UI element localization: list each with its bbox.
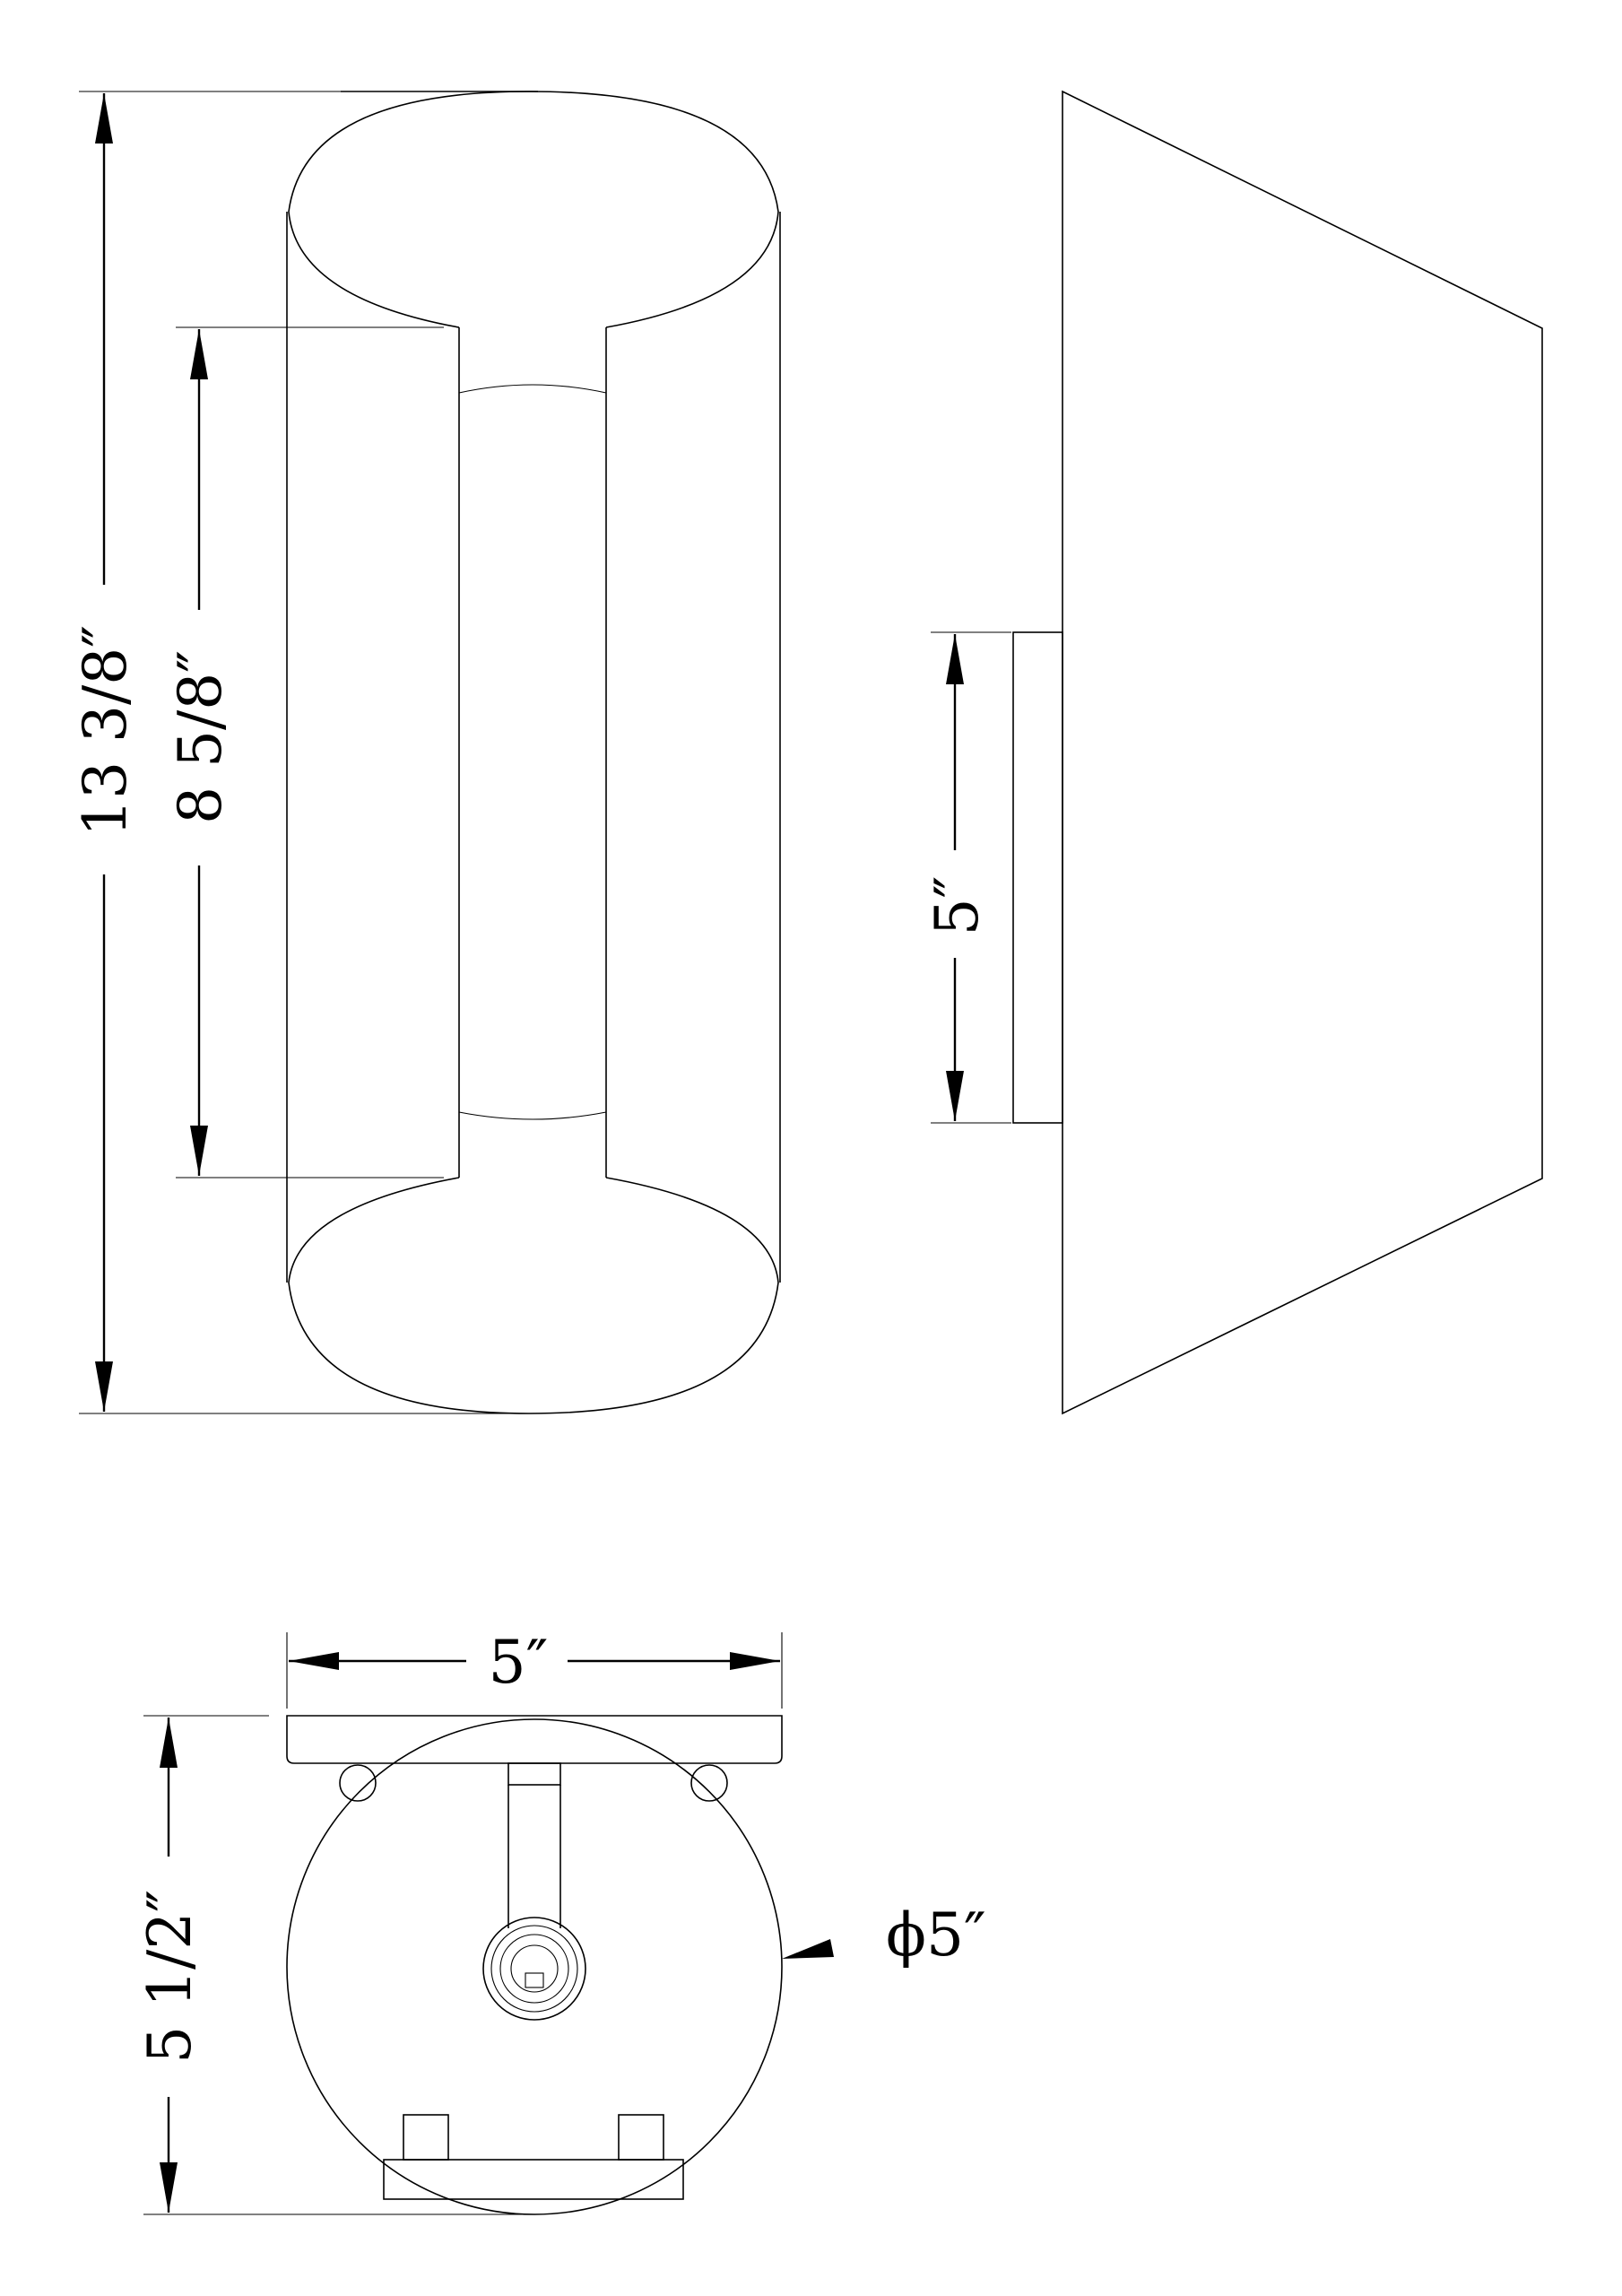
backplate-height-dimension: 5″ <box>923 631 1011 1124</box>
cylinder-circle <box>286 1718 783 2215</box>
lower-post-right <box>618 2114 664 2161</box>
front-view <box>286 91 781 1414</box>
arrow-left-icon <box>782 1939 834 1959</box>
lower-post-left <box>403 2114 449 2161</box>
front-top-cutout <box>288 91 779 328</box>
socket-ring-inner-icon <box>499 1934 569 2004</box>
arrow-down-icon <box>190 1126 208 1176</box>
opening-height-dimension: 8 5/8″ <box>166 326 444 1178</box>
top-view <box>286 1715 783 2215</box>
depth-dimension: 5 1/2″ <box>135 1715 529 2215</box>
screw-left-icon <box>339 1764 377 1802</box>
socket-core-icon <box>510 1944 559 1993</box>
socket-outer-icon <box>482 1917 586 2021</box>
opening-height-label: 8 5/8″ <box>166 650 235 824</box>
socket-slot-icon <box>525 1972 544 1988</box>
backplate-width-label: 5″ <box>489 1628 549 1697</box>
front-bottom-cutout <box>288 1177 779 1414</box>
side-view <box>1012 90 1543 1415</box>
top-backplate <box>286 1715 783 1764</box>
side-profile <box>1062 90 1543 1415</box>
diameter-label: ϕ5″ <box>886 1900 986 1970</box>
depth-label: 5 1/2″ <box>135 1890 204 2064</box>
overall-height-dimension: 13 3/8″ <box>71 91 529 1414</box>
diameter-callout: ϕ5″ <box>782 1900 986 1970</box>
socket-ring-icon <box>490 1925 578 2013</box>
side-backplate <box>1012 631 1063 1124</box>
arrow-down-icon <box>946 1071 964 1121</box>
overall-height-label: 13 3/8″ <box>71 625 140 837</box>
arrow-down-icon <box>160 2162 178 2213</box>
arrow-up-icon <box>190 329 208 379</box>
width-dimension: 5″ <box>286 1628 783 1709</box>
screw-right-icon <box>690 1764 728 1802</box>
arrow-right-icon <box>730 1652 780 1670</box>
arrow-up-icon <box>95 93 113 144</box>
inner-tube-top <box>458 384 607 394</box>
arrow-down-icon <box>95 1361 113 1412</box>
lower-bracket-base <box>383 2159 684 2200</box>
arrow-up-icon <box>946 634 964 684</box>
arm-bracket-top <box>507 1762 561 1786</box>
arrow-left-icon <box>289 1652 339 1670</box>
inner-tube-bottom <box>458 1111 607 1120</box>
arrow-up-icon <box>160 1718 178 1768</box>
backplate-height-label: 5″ <box>923 876 992 936</box>
